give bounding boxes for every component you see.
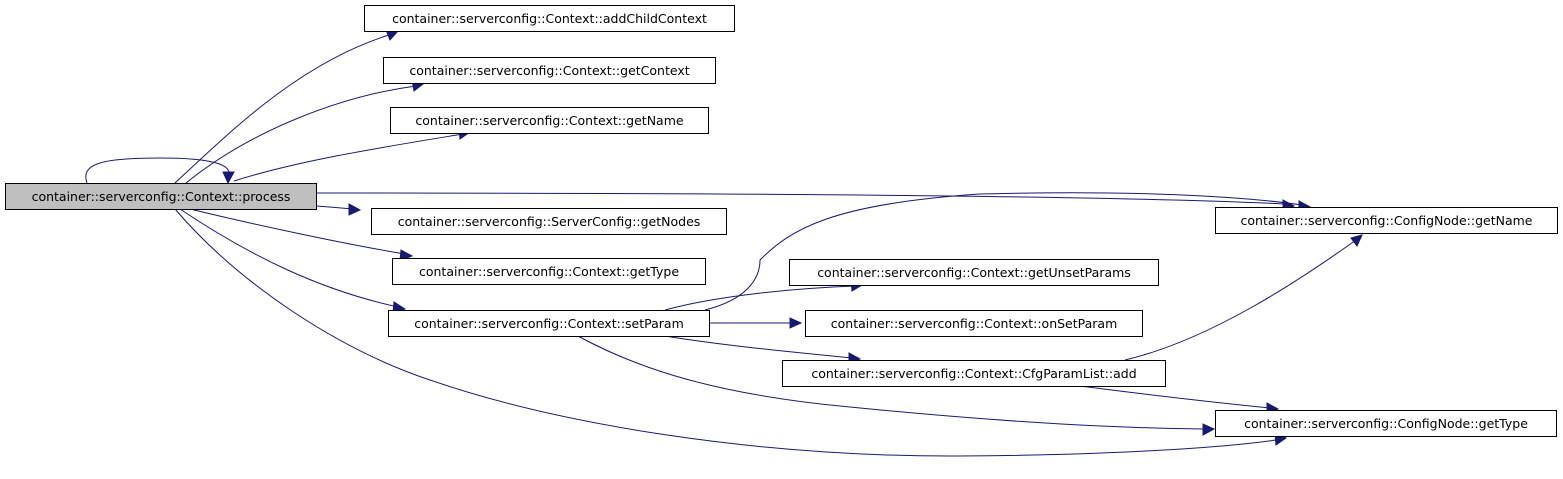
- node-label: container::serverconfig::Context::proces…: [32, 189, 291, 204]
- node-label: container::serverconfig::Context::getNam…: [415, 113, 684, 128]
- edge-process-to-process: [85, 157, 235, 185]
- edge-line: [174, 33, 393, 184]
- edge-line: [189, 208, 406, 255]
- node-box: [383, 57, 716, 84]
- node-label: container::serverconfig::ConfigNode::get…: [1244, 416, 1528, 431]
- node-addChildContext[interactable]: container::serverconfig::Context::addChi…: [364, 5, 735, 32]
- edge-line: [233, 133, 464, 182]
- node-label: container::serverconfig::Context::getTyp…: [419, 264, 679, 279]
- node-box: [390, 107, 709, 134]
- edge-arrowhead: [1350, 234, 1363, 247]
- node-cnGetName[interactable]: container::serverconfig::ConfigNode::get…: [1215, 207, 1558, 234]
- edge-line: [179, 208, 399, 308]
- node-box: [364, 5, 735, 32]
- node-box: [1215, 207, 1558, 234]
- node-box: [789, 259, 1159, 286]
- edge-setParam-to-onSetParam: [709, 317, 803, 329]
- nodes-layer: container::serverconfig::Context::proces…: [5, 5, 1558, 437]
- edge-arrowhead: [1202, 423, 1216, 436]
- edge-line: [664, 285, 856, 311]
- node-label: container::serverconfig::Context::CfgPar…: [811, 366, 1136, 381]
- node-label: container::serverconfig::Context::getUns…: [817, 265, 1131, 280]
- edge-line: [664, 335, 853, 359]
- node-cnGetType[interactable]: container::serverconfig::ConfigNode::get…: [1215, 410, 1557, 437]
- node-box: [392, 258, 706, 285]
- node-label: container::serverconfig::ConfigNode::get…: [1241, 213, 1533, 228]
- node-label: container::serverconfig::Context::setPar…: [414, 316, 684, 331]
- node-box: [782, 360, 1166, 387]
- node-box: [5, 183, 317, 210]
- node-label: container::serverconfig::ServerConfig::g…: [398, 214, 701, 229]
- edge-setParam-to-cnGetType: [577, 335, 1216, 436]
- edge-line: [185, 85, 417, 184]
- node-setParam[interactable]: container::serverconfig::Context::setPar…: [388, 310, 710, 337]
- node-label: container::serverconfig::Context::onSetP…: [831, 316, 1118, 331]
- edge-line: [577, 335, 1206, 430]
- edge-process-to-getNodes: [315, 203, 362, 216]
- edge-cfgAdd-to-cnGetName: [1124, 234, 1363, 361]
- edge-line: [85, 157, 230, 184]
- edge-line: [704, 192, 1303, 311]
- edge-process-to-addChildContext: [174, 29, 400, 184]
- node-box: [371, 208, 727, 235]
- edge-line: [1124, 239, 1357, 361]
- node-getContext[interactable]: container::serverconfig::Context::getCon…: [383, 57, 716, 84]
- edge-line: [315, 192, 1287, 205]
- node-label: container::serverconfig::Context::getCon…: [409, 63, 689, 78]
- node-getNodes[interactable]: container::serverconfig::ServerConfig::g…: [371, 208, 727, 235]
- edge-line: [1079, 385, 1271, 409]
- edge-line: [315, 205, 353, 210]
- node-box: [1215, 410, 1557, 437]
- edges-layer: [85, 29, 1363, 457]
- node-box: [388, 310, 710, 337]
- edge-process-to-getName: [233, 127, 472, 182]
- node-box: [805, 310, 1143, 337]
- edge-arrowhead: [348, 203, 362, 216]
- node-getName[interactable]: container::serverconfig::Context::getNam…: [390, 107, 709, 134]
- edge-process-to-getContext: [185, 79, 425, 184]
- edge-line: [174, 208, 1277, 457]
- node-onSetParam[interactable]: container::serverconfig::Context::onSetP…: [805, 310, 1143, 337]
- edge-arrowhead: [789, 317, 803, 329]
- edge-arrowhead: [222, 171, 235, 185]
- edge-cfgAdd-to-cnGetType: [1079, 385, 1280, 415]
- node-process[interactable]: container::serverconfig::Context::proces…: [5, 183, 317, 210]
- edge-setParam-to-cfgAdd: [664, 335, 862, 365]
- node-getType[interactable]: container::serverconfig::Context::getTyp…: [392, 258, 706, 285]
- node-label: container::serverconfig::Context::addChi…: [392, 11, 707, 26]
- node-cfgAdd[interactable]: container::serverconfig::Context::CfgPar…: [782, 360, 1166, 387]
- node-getUnsetParams[interactable]: container::serverconfig::Context::getUns…: [789, 259, 1159, 286]
